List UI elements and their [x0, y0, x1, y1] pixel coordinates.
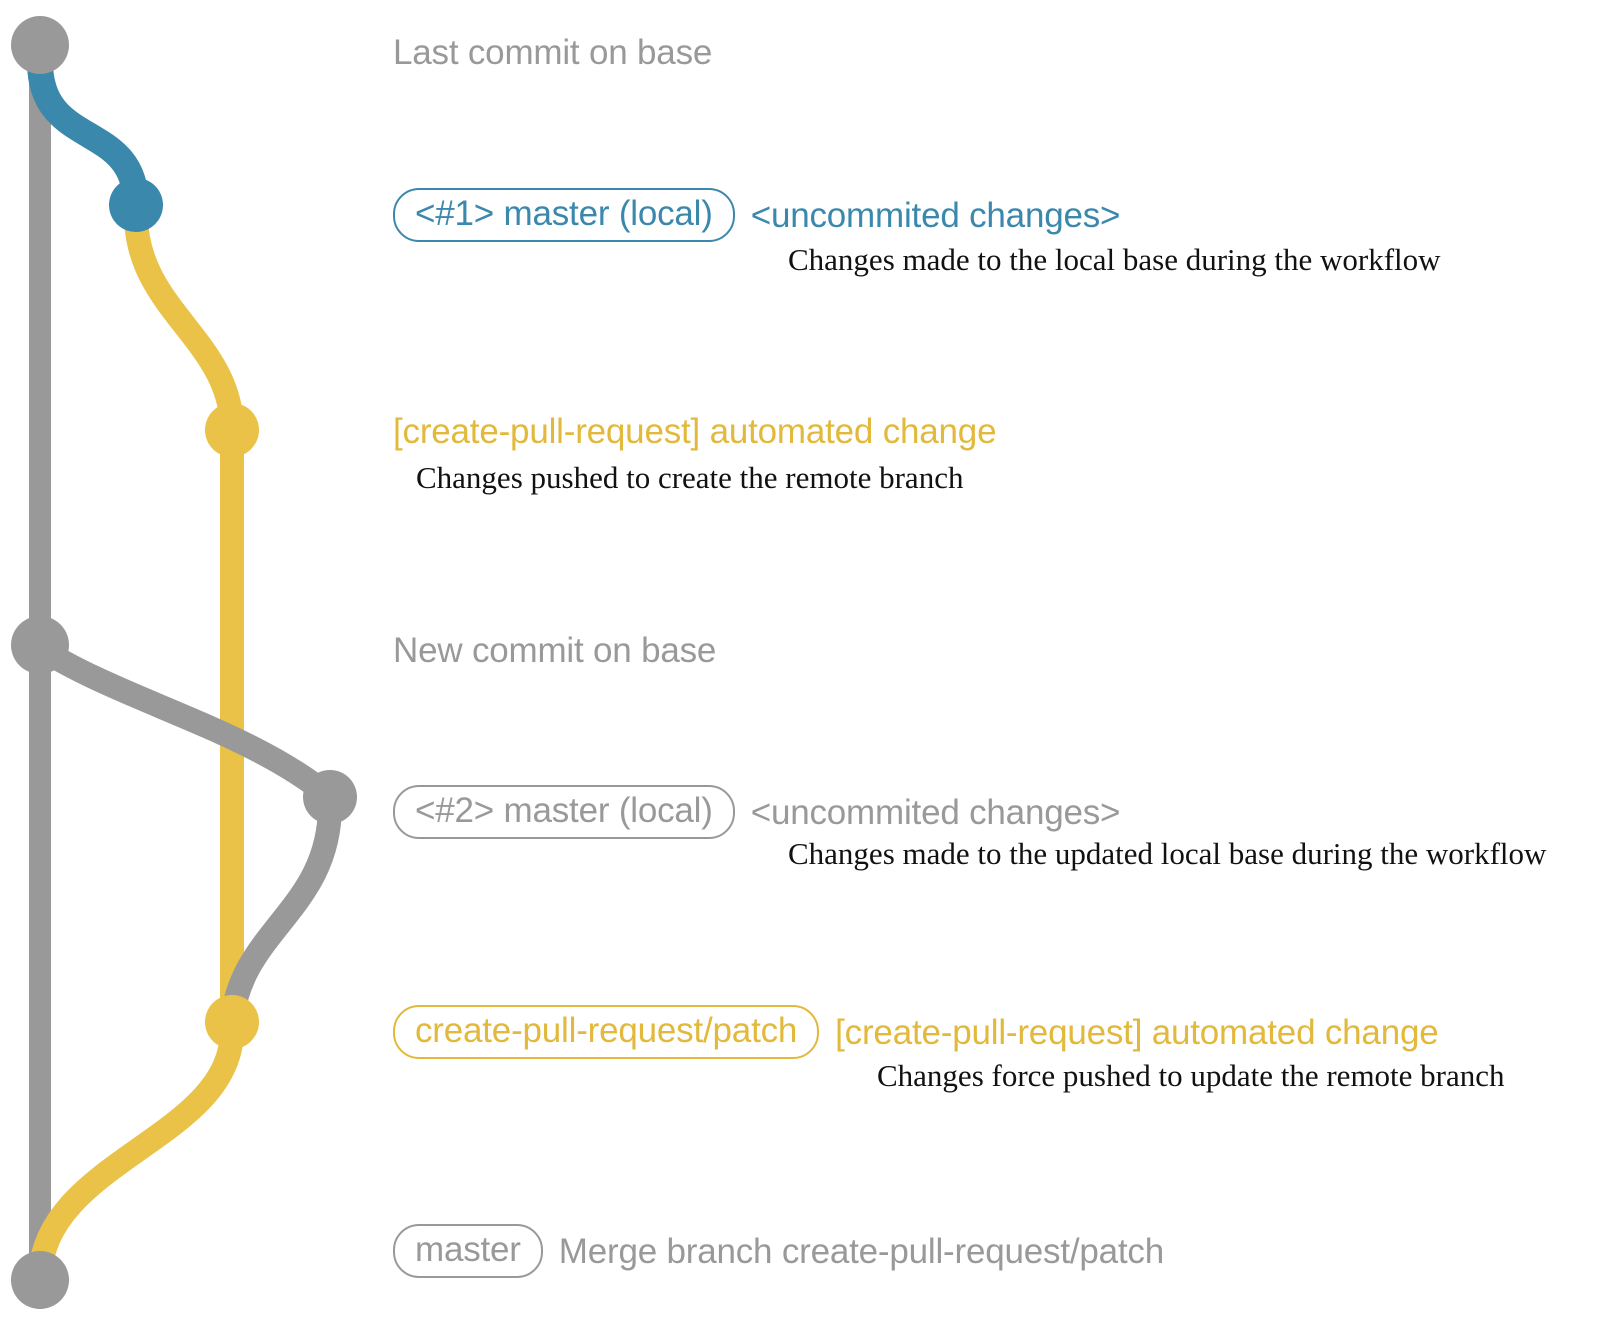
row-master-local-2: <#2> master (local) <uncommited changes> [393, 785, 1120, 839]
commit-node-merge-commit[interactable] [11, 1251, 69, 1309]
row-merge-commit: master Merge branch create-pull-request/… [393, 1224, 1164, 1278]
branch-pill-create-pull-request-patch[interactable]: create-pull-request/patch [393, 1005, 820, 1059]
row-patch-commit-1: [create-pull-request] automated change [393, 412, 997, 451]
blue-branch-edge [27, 49, 149, 218]
row-subtitle-master-local-2: Changes made to the updated local base d… [788, 836, 1547, 871]
row-subtitle-patch-commit-1: Changes pushed to create the remote bran… [416, 460, 964, 495]
gold-edge-patch2-to-merge [28, 1018, 244, 1292]
commit-headline: master Merge branch create-pull-request/… [393, 1224, 1164, 1278]
commit-message: New commit on base [393, 631, 717, 670]
commit-message: <uncommited changes> [750, 792, 1121, 832]
commit-node-new-commit-on-base[interactable] [11, 616, 69, 674]
commit-headline: New commit on base [393, 633, 716, 668]
commit-graph-svg [11, 16, 357, 1309]
row-last-commit-on-base: Last commit on base [393, 35, 712, 70]
gray-edge-local2-to-patch2 [220, 793, 342, 1034]
commit-node-patch-commit-2[interactable] [205, 995, 259, 1049]
commit-headline: <#2> master (local) <uncommited changes> [393, 785, 1120, 839]
commit-node-patch-commit-1[interactable] [205, 403, 259, 457]
row-patch-commit-2: create-pull-request/patch [create-pull-r… [393, 1005, 1439, 1059]
commit-headline: <#1> master (local) <uncommited changes> [393, 188, 1120, 242]
branch-pill-master-local-2[interactable]: <#2> master (local) [393, 785, 735, 839]
row-subtitle-patch-commit-2: Changes force pushed to update the remot… [877, 1058, 1505, 1093]
row-new-commit-on-base: New commit on base [393, 633, 716, 668]
gold-edge-node1-to-patch1 [124, 203, 244, 442]
commit-headline: create-pull-request/patch [create-pull-r… [393, 1005, 1439, 1059]
commit-message: [create-pull-request] automated change [393, 412, 997, 451]
commit-message: [create-pull-request] automated change [835, 1012, 1439, 1052]
commit-node-last-commit-on-base[interactable] [11, 16, 69, 74]
commit-headline: Last commit on base [393, 35, 712, 70]
branch-pill-master-local-1[interactable]: <#1> master (local) [393, 188, 735, 242]
row-subtitle-master-local-1: Changes made to the local base during th… [788, 242, 1441, 277]
row-master-local-1: <#1> master (local) <uncommited changes> [393, 188, 1120, 242]
commit-node-master-local-1[interactable] [109, 178, 163, 232]
branch-pill-master[interactable]: master [393, 1224, 543, 1278]
commit-node-master-local-2[interactable] [303, 770, 357, 824]
commit-message: <uncommited changes> [750, 195, 1121, 235]
commit-headline: [create-pull-request] automated change [393, 412, 997, 451]
commit-message: Merge branch create-pull-request/patch [558, 1231, 1164, 1271]
commit-message: Last commit on base [393, 33, 713, 72]
gray-edge-base-to-local2 [28, 636, 342, 809]
